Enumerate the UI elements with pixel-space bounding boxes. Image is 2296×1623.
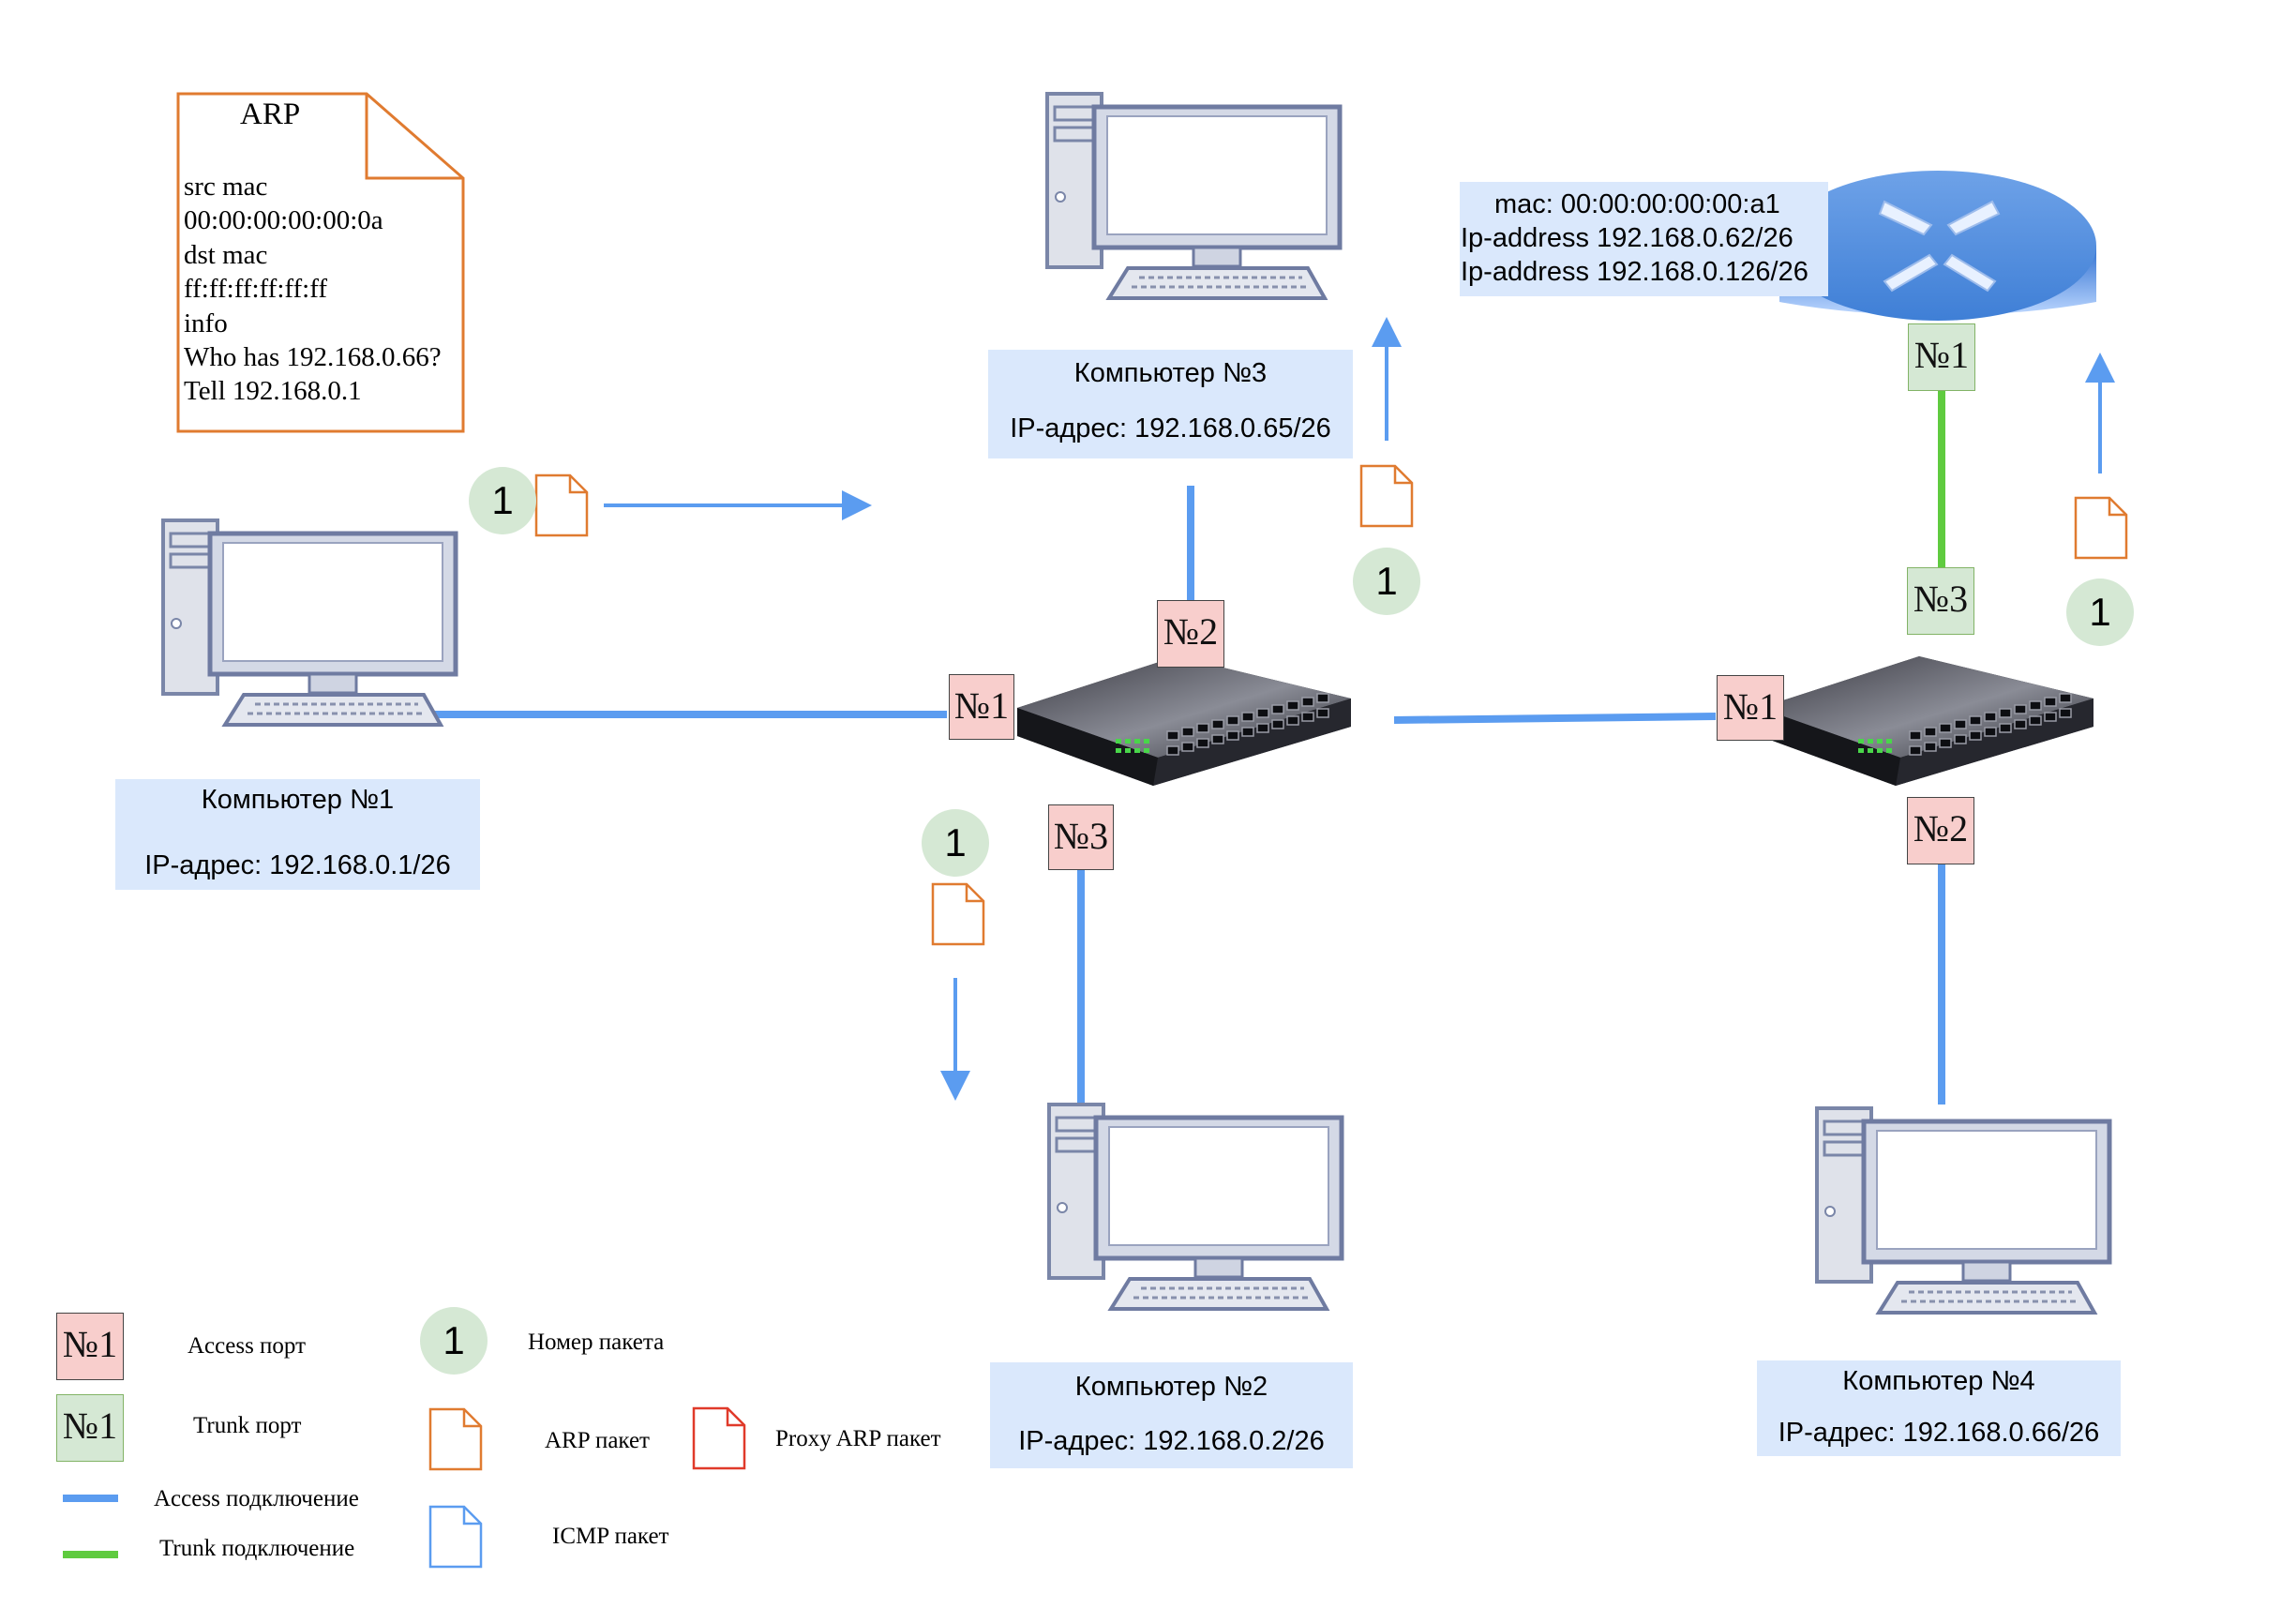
packet-number-badge: 1 (922, 809, 989, 877)
arp-note-line: Tell 192.168.0.1 (184, 376, 362, 406)
legend-packet-number-label: Номер пакета (528, 1330, 665, 1355)
switch-2-port-3: №3 (1907, 567, 1974, 635)
arp-packet-icon (1359, 464, 1414, 528)
arp-note-line: 00:00:00:00:00:0a (184, 205, 383, 235)
legend-icmp-packet-icon (428, 1505, 483, 1569)
switch-1-port-3: №3 (1048, 804, 1114, 870)
packet-number-badge: 1 (1353, 548, 1420, 615)
computer-1-name: Компьютер №1 (201, 785, 395, 815)
router-mac: mac: 00:00:00:00:00:a1 (1494, 189, 1780, 219)
legend-icmp-packet-label: ICMP пакет (552, 1524, 669, 1549)
legend-trunk-link-label: Trunk подключение (159, 1536, 355, 1561)
arp-packet-icon (2074, 496, 2128, 560)
router-icon (1779, 171, 2096, 321)
arp-packet-icon (931, 882, 985, 946)
switch-2-icon (1759, 655, 2094, 787)
legend-proxy-arp-packet-icon (692, 1406, 746, 1470)
legend-trunk-port-label: Trunk порт (193, 1413, 302, 1438)
legend-proxy-arp-packet-label: Proxy ARP пакет (775, 1426, 941, 1451)
arp-note-line: dst mac (184, 240, 268, 270)
computer-2-ip: IP-адрес: 192.168.0.2/26 (1018, 1426, 1325, 1456)
computer-4-ip: IP-адрес: 192.168.0.66/26 (1778, 1418, 2100, 1448)
computer-1-icon (163, 520, 456, 725)
computer-2-name: Компьютер №2 (1074, 1372, 1268, 1402)
legend-arp-packet-label: ARP пакет (545, 1428, 650, 1453)
switch-1-port-1: №1 (949, 674, 1014, 740)
legend-access-port-swatch: №1 (56, 1313, 124, 1380)
switch-1-port-2: №2 (1157, 600, 1224, 668)
router-ip-1: Ip-address 192.168.0.62/26 (1461, 223, 1793, 253)
computer-3-label: Компьютер №3 IP-адрес: 192.168.0.65/26 (988, 350, 1353, 458)
computer-3-icon (1047, 94, 1340, 298)
computer-3-ip: IP-адрес: 192.168.0.65/26 (1010, 413, 1331, 443)
computer-2-icon (1049, 1105, 1342, 1309)
legend-access-port-label: Access порт (188, 1333, 307, 1359)
packet-number-badge: 1 (2066, 579, 2134, 646)
arp-note-line: src mac (184, 172, 268, 202)
computer-1-ip: IP-адрес: 192.168.0.1/26 (144, 850, 451, 880)
computer-4-label: Компьютер №4 IP-адрес: 192.168.0.66/26 (1757, 1360, 2121, 1456)
arp-packet-icon (534, 473, 589, 537)
arp-note-shape (176, 92, 465, 433)
computer-4-name: Компьютер №4 (1842, 1366, 2035, 1396)
router-info-box (1460, 182, 1828, 296)
computer-2-label: Компьютер №2 IP-адрес: 192.168.0.2/26 (990, 1362, 1353, 1468)
router-ip-2: Ip-address 192.168.0.126/26 (1461, 257, 1808, 287)
switch-1-icon (1016, 655, 1352, 787)
packet-number-badge: 1 (469, 467, 536, 534)
legend-trunk-port-swatch: №1 (56, 1394, 124, 1462)
switch-2-port-1: №1 (1717, 675, 1784, 741)
computer-1-label: Компьютер №1 IP-адрес: 192.168.0.1/26 (115, 779, 480, 890)
computer-3-name: Компьютер №3 (1073, 358, 1268, 388)
arp-note-line: ff:ff:ff:ff:ff:ff (184, 274, 328, 304)
legend-access-link-label: Access подключение (154, 1486, 359, 1511)
router-port-1: №1 (1908, 323, 1975, 391)
arp-note-title: ARP (240, 98, 301, 131)
legend-arp-packet-icon (428, 1407, 483, 1471)
legend-packet-number-badge: 1 (420, 1307, 488, 1375)
access-link-sw1-sw2 (1393, 713, 1717, 724)
arp-note-line: info (184, 308, 228, 338)
computer-4-icon (1817, 1108, 2109, 1313)
arp-note-line: Who has 192.168.0.66? (184, 342, 442, 372)
switch-2-port-2: №2 (1907, 797, 1974, 864)
